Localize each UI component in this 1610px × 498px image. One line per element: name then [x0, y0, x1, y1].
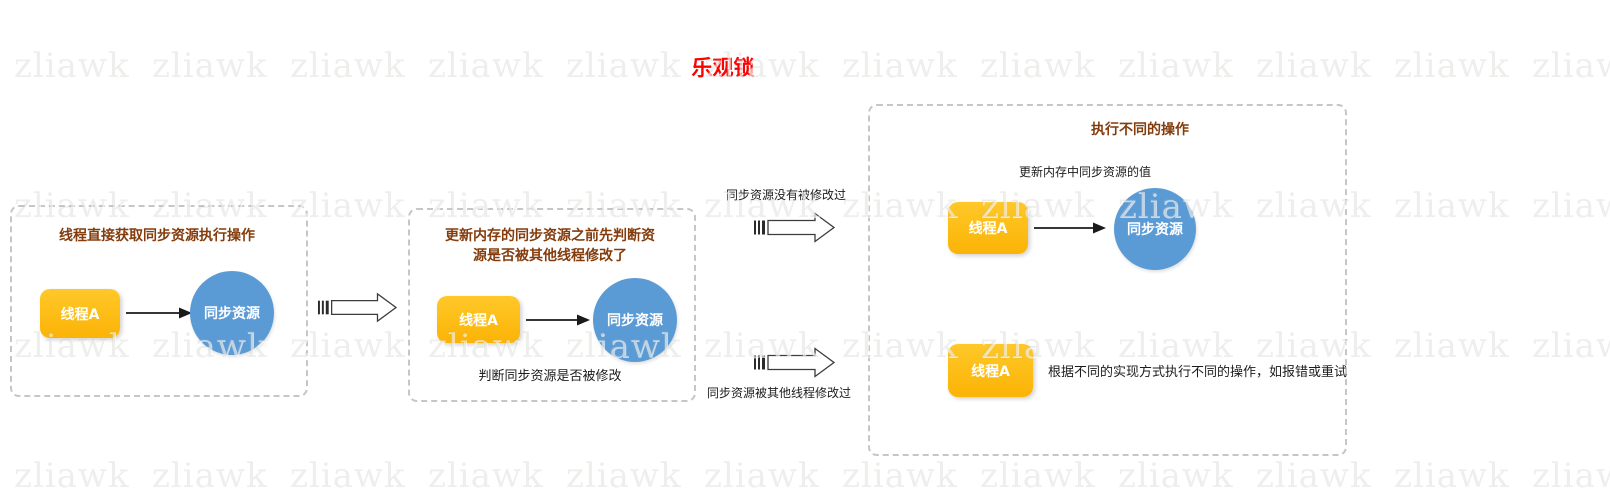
watermark-text: zliawk	[1532, 456, 1610, 496]
not-modified-striped-arrow	[754, 212, 836, 243]
stage3-resource-node: 同步资源	[1114, 188, 1196, 270]
diagram-title: 乐观锁	[691, 56, 755, 80]
watermark-text: zliawk	[1532, 326, 1610, 366]
stage3-thread-to-resource-arrow	[1034, 222, 1106, 234]
watermark-text: zliawk	[152, 456, 268, 496]
watermark-text: zliawk	[1394, 326, 1510, 366]
watermark-text: zliawk	[1394, 186, 1510, 226]
watermark-text: zliawk	[704, 456, 820, 496]
modified-striped-arrow	[754, 347, 836, 378]
watermark-text: zliawk	[1118, 456, 1234, 496]
stage2-thread-a-node: 线程A	[437, 296, 520, 343]
stage1-caption: 线程直接获取同步资源执行操作	[59, 228, 255, 244]
stage2-caption: 更新内存的同步资源之前先判断资 源是否被其他线程修改了	[408, 226, 692, 266]
stage3-box	[868, 104, 1347, 456]
stage3-caption: 执行不同的操作	[1091, 122, 1189, 138]
watermark-text: zliawk	[1118, 46, 1234, 86]
watermark-text: zliawk	[290, 46, 406, 86]
watermark-text: zliawk	[1532, 46, 1610, 86]
stage2-resource-node: 同步资源	[593, 278, 677, 362]
stage1-to-stage2-striped-arrow	[317, 292, 398, 323]
stage3-fail-thread-a-node: 线程A	[948, 344, 1033, 397]
transition-modified-label: 同步资源被其他线程修改过	[706, 386, 851, 400]
stage1-thread-to-resource-arrow	[126, 307, 192, 319]
stage3-success-thread-a-node: 线程A	[948, 202, 1028, 254]
watermark-text: zliawk	[1532, 186, 1610, 226]
stage1-box	[10, 205, 308, 397]
watermark-text: zliawk	[428, 456, 544, 496]
watermark-text: zliawk	[14, 46, 130, 86]
watermark-text: zliawk	[1256, 46, 1372, 86]
stage2-check-note: 判断同步资源是否被修改	[478, 369, 622, 384]
watermark-text: zliawk	[842, 46, 958, 86]
watermark-text: zliawk	[1394, 456, 1510, 496]
watermark-text: zliawk	[980, 46, 1096, 86]
watermark-text: zliawk	[1394, 46, 1510, 86]
stage2-caption-line1: 更新内存的同步资源之前先判断资	[445, 228, 655, 244]
transition-not-modified-label: 同步资源没有被修改过	[725, 188, 846, 202]
stage3-success-note: 更新内存中同步资源的值	[1018, 165, 1151, 179]
watermark-text: zliawk	[290, 456, 406, 496]
watermark-text: zliawk	[842, 456, 958, 496]
watermark-text: zliawk	[428, 46, 544, 86]
stage1-resource-node: 同步资源	[190, 271, 274, 355]
watermark-text: zliawk	[1256, 456, 1372, 496]
stage3-fail-note: 根据不同的实现方式执行不同的操作，如报错或重试	[1048, 365, 1348, 380]
stage2-caption-line2: 源是否被其他线程修改了	[473, 248, 627, 264]
watermark-text: zliawk	[14, 456, 130, 496]
watermark-text: zliawk	[980, 456, 1096, 496]
stage2-thread-to-resource-arrow	[526, 314, 590, 326]
watermark-text: zliawk	[152, 46, 268, 86]
stage1-thread-a-node: 线程A	[40, 289, 120, 338]
stage2-box	[408, 208, 696, 402]
watermark-text: zliawk	[566, 456, 682, 496]
